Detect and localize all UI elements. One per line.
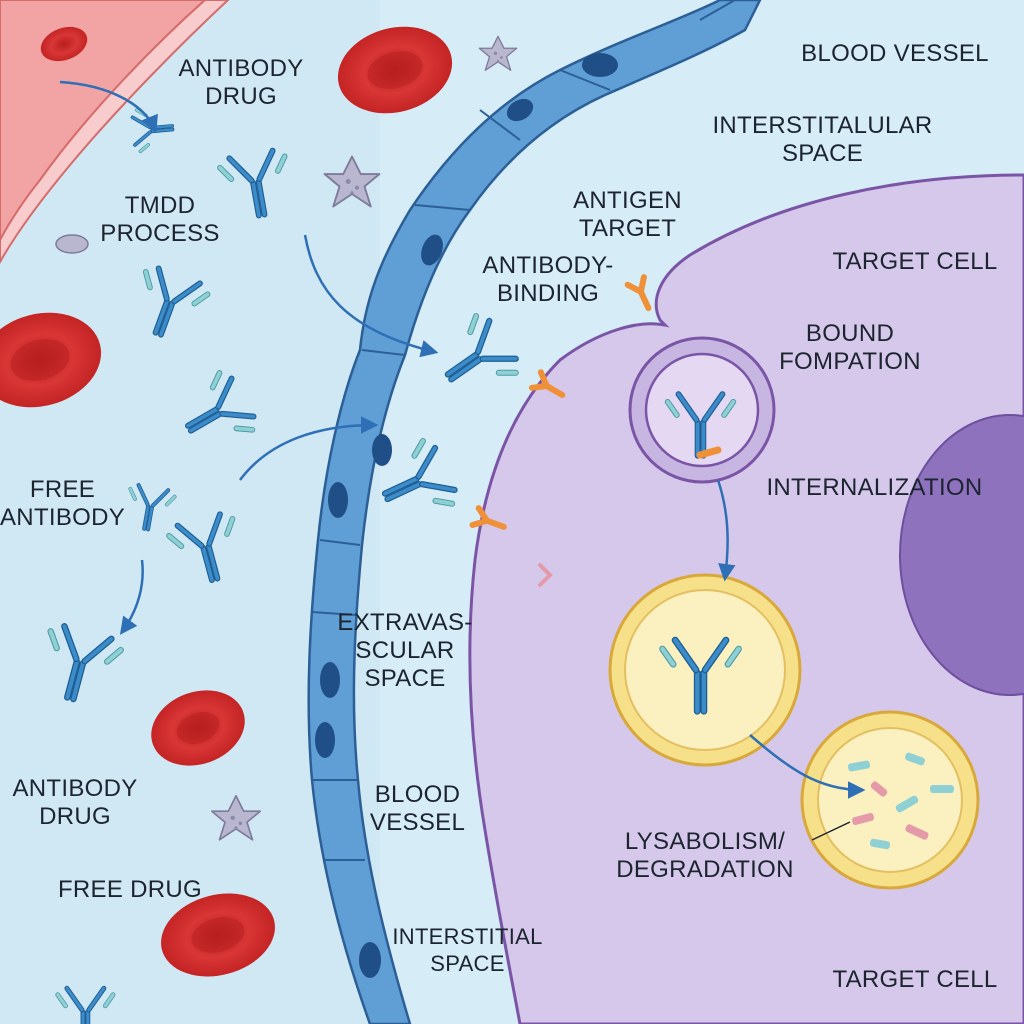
label-lysabolism-degradation: LYSABOLISM/DEGRADATION <box>616 828 794 883</box>
label-internalization: INTERNALIZATION <box>766 474 983 501</box>
label-free-drug: FREE DRUG <box>57 876 203 903</box>
label-blood-vessel-top: BLOOD VESSEL <box>801 40 989 67</box>
platelet-icon <box>55 35 518 841</box>
label-target-cell-bottom: TARGET CELL <box>832 966 998 993</box>
antigen-receptor-icon <box>473 277 722 587</box>
label-antibody-binding: ANTIBODY-BINDING <box>482 252 614 307</box>
arrow-icon <box>59 80 866 799</box>
red-blood-cell-icon <box>0 26 453 977</box>
target-cell <box>468 173 1024 1024</box>
endothelial-layer <box>307 0 762 1024</box>
label-target-cell-top: TARGET CELL <box>832 248 998 275</box>
